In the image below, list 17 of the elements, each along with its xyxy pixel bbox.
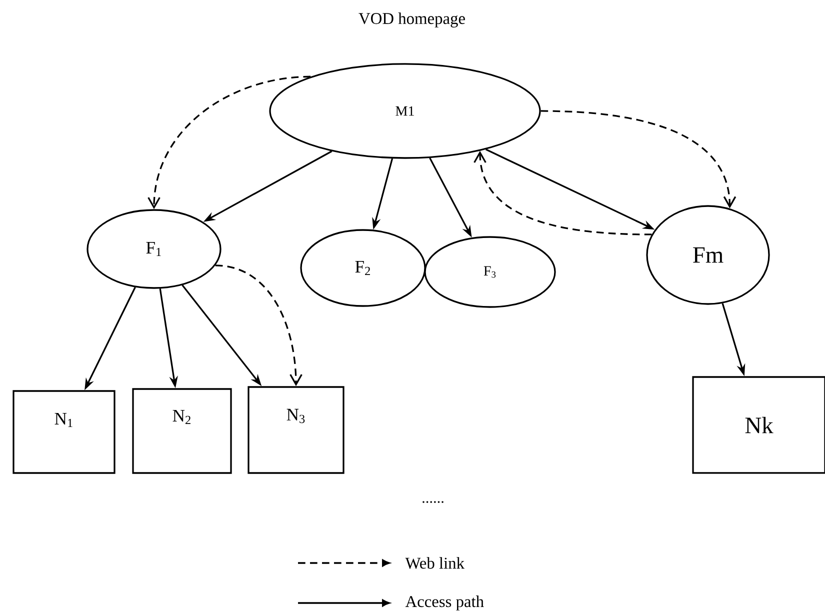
ellipse-node: Fm	[646, 205, 770, 305]
page-box: N$_{3}$	[248, 386, 344, 474]
arrow	[148, 76, 311, 210]
title: VOD homepage	[358, 12, 465, 28]
page-box: N$_{1}$	[12, 390, 116, 474]
arrow	[215, 264, 302, 386]
ellipse-node: M1	[269, 63, 541, 159]
ellipse-node: F$_{3}$	[424, 236, 556, 308]
arrow	[540, 110, 736, 208]
ellipse-node: F$_{1}$	[86, 209, 222, 289]
page-box: N$_{2}$	[132, 388, 232, 474]
legend-entry: Access path	[298, 596, 484, 610]
page-box: Nk	[692, 376, 825, 474]
arrow	[474, 150, 652, 236]
ellipsis-text: ......	[422, 501, 444, 503]
ellipse-node: F$_{2}$	[300, 229, 426, 307]
legend-entry: Web link	[298, 557, 465, 569]
